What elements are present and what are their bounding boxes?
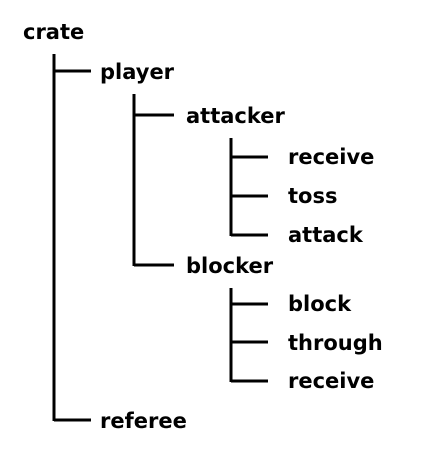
node-blocker-receive: receive [288, 369, 374, 393]
node-referee: referee [100, 409, 187, 433]
node-blocker-block: block [288, 292, 352, 316]
node-attacker-toss: toss [288, 184, 337, 208]
node-player: player [100, 60, 175, 84]
node-blocker-through: through [288, 331, 383, 355]
node-blocker: blocker [186, 254, 274, 278]
node-attacker-receive: receive [288, 145, 374, 169]
node-attacker-attack: attack [288, 223, 364, 247]
node-attacker: attacker [186, 104, 286, 128]
node-crate: crate [23, 20, 84, 44]
tree-connectors [52, 54, 268, 422]
tree-labels: crate player attacker receive toss attac… [23, 20, 383, 433]
